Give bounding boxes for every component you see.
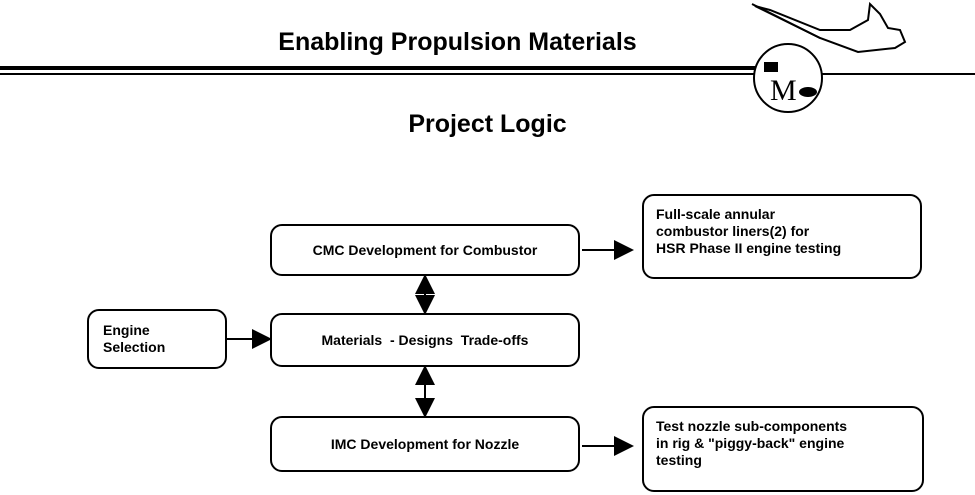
imc-outcome-label: Test nozzle sub-components in rig & "pig… — [656, 418, 848, 468]
imc-development-label: IMC Development for Nozzle — [330, 435, 520, 452]
node-imc-outcome: Test nozzle sub-components in rig & "pig… — [642, 406, 924, 492]
header-rule-bottom — [0, 73, 975, 75]
header-title: Enabling Propulsion Materials — [0, 28, 975, 57]
node-tradeoffs: Materials - Designs Trade-offs — [270, 313, 580, 367]
header-rule-top — [0, 66, 760, 70]
tradeoffs-label: Materials - Designs Trade-offs — [321, 331, 529, 348]
logo-seal-letter: M — [770, 74, 797, 107]
jet-icon — [754, 1, 907, 54]
logo-seal-blob — [799, 87, 817, 97]
subtitle: Project Logic — [408, 110, 567, 138]
cmc-development-label: CMC Development for Combustor — [312, 241, 538, 258]
node-cmc-development: CMC Development for Combustor — [270, 224, 580, 276]
header-title-text: Enabling Propulsion Materials — [278, 28, 637, 56]
logo-seal-mark — [764, 62, 778, 72]
node-imc-development: IMC Development for Nozzle — [270, 416, 580, 472]
node-engine-selection: Engine Selection — [87, 309, 227, 369]
cmc-outcome-label: Full-scale annular combustor liners(2) f… — [656, 206, 842, 256]
node-cmc-outcome: Full-scale annular combustor liners(2) f… — [642, 194, 922, 279]
jet-line — [751, 3, 821, 39]
engine-selection-label: Engine Selection — [103, 322, 166, 355]
